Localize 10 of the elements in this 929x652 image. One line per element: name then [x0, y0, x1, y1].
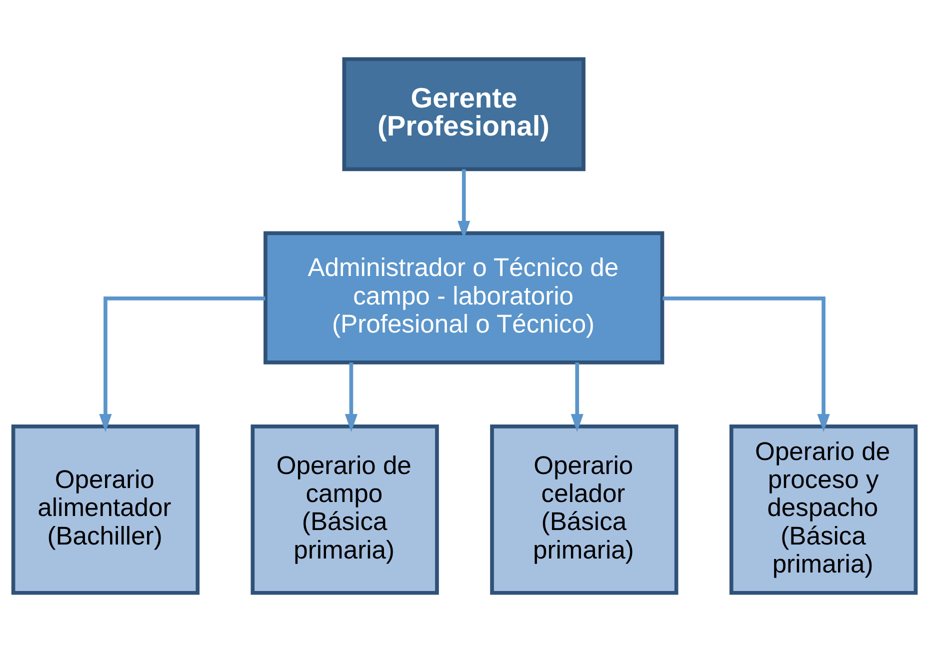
arrow	[570, 362, 584, 432]
node-box: Operario de proceso y despacho (Básica primaria)	[729, 424, 918, 595]
arrow	[99, 296, 266, 432]
node-box: Gerente (Profesional)	[342, 57, 586, 172]
node-box: Operario alimentador (Bachiller)	[11, 424, 200, 595]
node-box: Administrador o Técnico de campo - laboratorio (Profesional o Técnico)	[264, 231, 664, 364]
arrow	[344, 362, 358, 432]
arrow	[662, 296, 830, 432]
node-box: Operario celador (Básica primaria)	[490, 424, 678, 595]
node-box: Operario de campo (Básica primaria)	[250, 424, 439, 595]
